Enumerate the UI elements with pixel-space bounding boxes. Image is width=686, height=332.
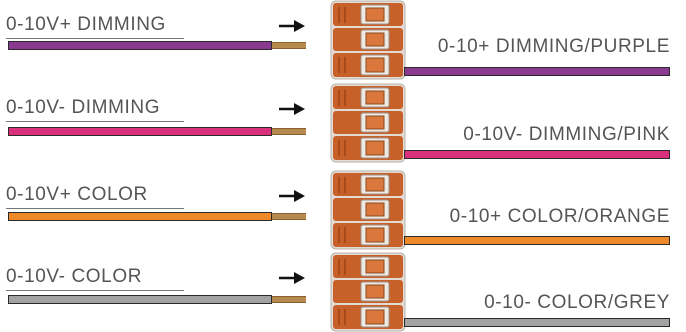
stripped-copper-end — [272, 42, 306, 49]
left-label-purple: 0-10V+ DIMMING — [6, 14, 166, 35]
right-wire-pink — [404, 150, 670, 159]
right-wire-purple — [404, 67, 670, 76]
left-label-underline — [6, 208, 184, 209]
right-wire-orange — [404, 236, 670, 245]
right-wire-grey — [404, 318, 670, 327]
right-label-orange: 0-10+ COLOR/ORANGE — [449, 206, 670, 227]
left-label-pink: 0-10V- DIMMING — [6, 97, 161, 118]
left-wire-pink — [8, 127, 272, 136]
arrow-right-icon — [279, 190, 305, 202]
left-label-underline — [6, 121, 184, 122]
right-label-grey: 0-10- COLOR/GREY — [484, 292, 670, 313]
left-label-underline — [6, 38, 184, 39]
right-label-purple: 0-10+ DIMMING/PURPLE — [437, 36, 670, 57]
wago-connector-icon — [330, 170, 406, 250]
left-label-underline — [6, 290, 184, 291]
wago-connector-icon — [330, 0, 406, 80]
arrow-right-icon — [279, 272, 305, 284]
wago-connector-icon — [330, 83, 406, 163]
arrow-right-icon — [279, 103, 305, 115]
right-label-pink: 0-10V- DIMMING/PINK — [463, 124, 670, 145]
stripped-copper-end — [272, 128, 306, 135]
left-wire-orange — [8, 212, 272, 221]
left-label-orange: 0-10V+ COLOR — [6, 184, 148, 205]
arrow-right-icon — [279, 20, 305, 32]
left-wire-grey — [8, 295, 272, 304]
left-wire-purple — [8, 41, 272, 50]
left-label-grey: 0-10V- COLOR — [6, 266, 143, 287]
wago-connector-icon — [330, 252, 406, 332]
stripped-copper-end — [272, 213, 306, 220]
stripped-copper-end — [272, 296, 306, 303]
